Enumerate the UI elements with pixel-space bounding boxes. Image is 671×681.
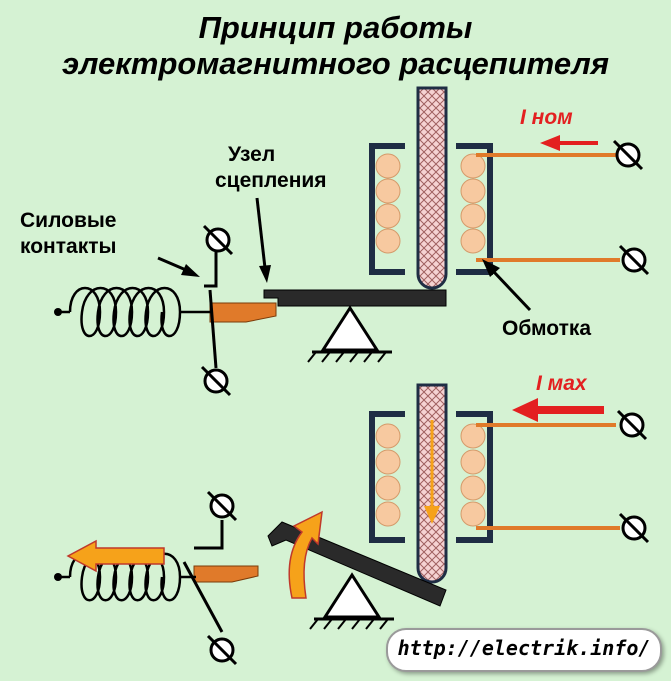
spring-left-arrow [66,539,165,573]
url-watermark: http://electrik.info/ [386,628,662,672]
url-text: http://electrik.info/ [397,636,651,660]
top-contact-terminal-2 [200,365,232,397]
title-line-1: Принцип работы [198,10,473,45]
top-assembly [54,86,650,397]
bottom-current-arrow [512,398,604,422]
top-terminals [612,139,650,276]
bottom-coil-frame-left [369,411,405,543]
bottom-contact-terminal-1 [206,490,238,522]
top-terminal-1 [612,139,644,171]
contacts-label-line-1: Силовые [20,209,117,232]
top-lever [263,289,447,307]
bottom-wires [476,423,620,530]
top-latch [209,302,277,323]
top-contact-terminal-1 [202,224,234,256]
bottom-coil-frame [369,411,493,543]
bottom-assembly [54,383,650,666]
top-coil-frame [369,143,493,275]
latch-label-line-1: Узел [228,143,276,166]
winding-label: Обмотка [502,317,592,340]
top-current-arrow [540,135,598,151]
bottom-terminals [616,409,650,544]
top-coil-frame-right [456,143,493,275]
top-coil-frame-left [369,143,405,275]
bottom-latch [193,565,259,583]
top-coil-turns-right [460,153,486,254]
lever-up-arrow [288,510,323,599]
label-pointers-top [157,197,532,312]
bottom-coil-turns-left [375,423,401,527]
bottom-terminal-2 [618,512,650,544]
bottom-power-contacts [182,520,224,633]
bottom-lever [267,521,447,607]
top-wires [476,153,620,262]
bottom-terminal-1 [616,409,648,441]
max-current-label: I мах [536,372,587,395]
bottom-pivot [309,572,394,630]
plunger-down-arrow [424,420,440,524]
bottom-coil-turns-right [460,423,486,527]
top-plunger [416,86,448,290]
top-spring-anchor [54,308,62,316]
nominal-current-label: I ном [520,106,573,129]
top-pivot [307,305,392,363]
bottom-coil-frame-right [456,411,493,543]
title-line-2: электромагнитного расцепителя [62,46,609,81]
top-spring [60,286,212,338]
top-contact-terminals [200,224,234,397]
bottom-contact-terminal-2 [206,634,238,666]
bottom-spring-anchor [54,573,62,581]
top-coil-turns-left [375,153,401,254]
bottom-contact-terminals [206,490,238,666]
top-power-contacts [204,252,218,369]
top-terminal-2 [618,244,650,276]
contacts-label-line-2: контакты [20,235,117,258]
latch-label-line-2: сцепления [215,169,327,192]
